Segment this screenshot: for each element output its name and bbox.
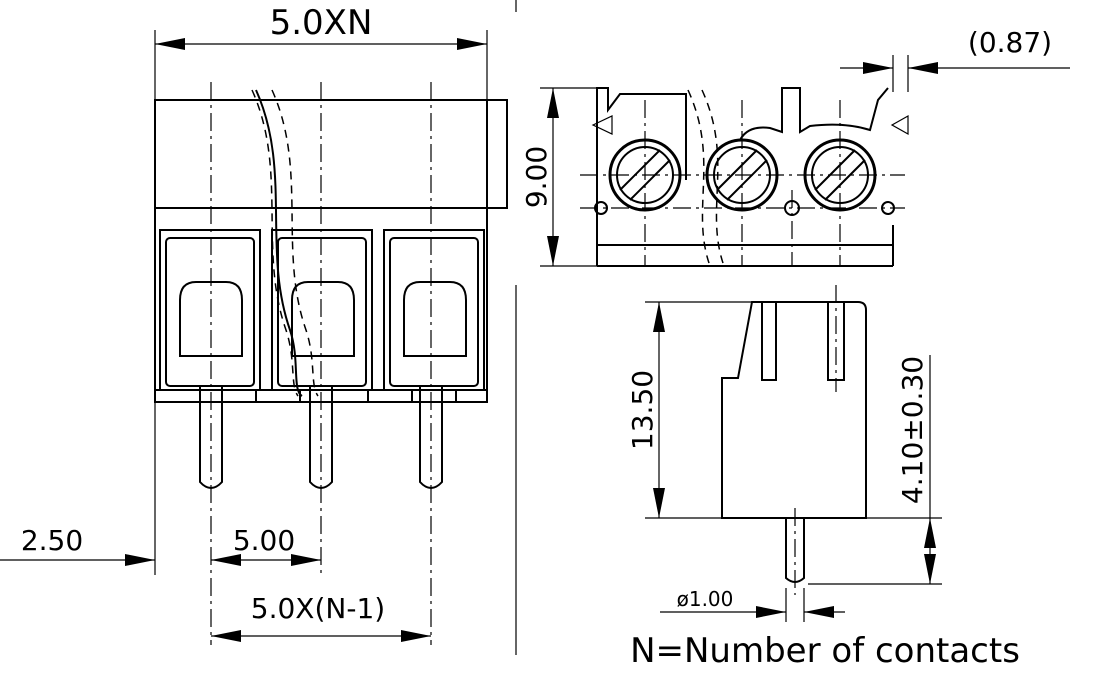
label-height-body: 13.50	[626, 370, 659, 450]
label-pitch: 5.00	[233, 524, 295, 557]
top-view: 9.00	[520, 26, 1070, 267]
side-view: 13.50 4.10±0.30 ø1.00	[626, 285, 942, 622]
label-offset-right: (0.87)	[968, 26, 1052, 59]
label-pin-length: 4.10±0.30	[896, 356, 929, 504]
label-pin-diameter: ø1.00	[677, 587, 734, 611]
legend-text: N=Number of contacts	[630, 631, 1020, 671]
label-height-side: 9.00	[520, 146, 553, 208]
label-edge-offset: 2.50	[21, 524, 83, 557]
label-width-total: 5.0XN	[270, 3, 373, 43]
label-pitch-total: 5.0X(N-1)	[251, 592, 385, 625]
front-view: 5.0XN 2.50	[0, 3, 508, 645]
